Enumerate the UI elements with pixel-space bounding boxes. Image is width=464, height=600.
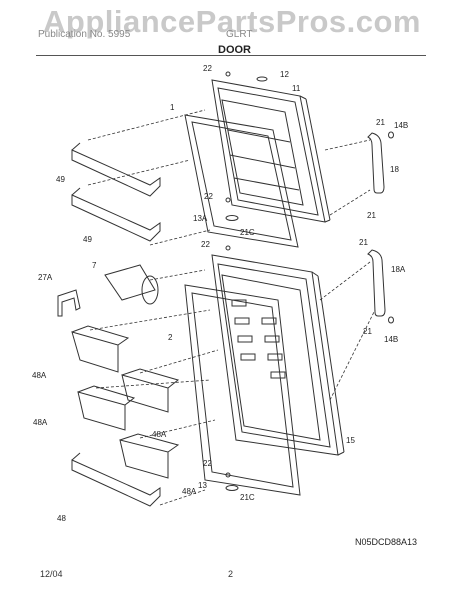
fresh-food-door-gasket xyxy=(184,284,301,496)
hinge-screws xyxy=(225,71,394,491)
lower-handle xyxy=(367,249,386,317)
bin-7 xyxy=(104,264,159,305)
freezer-door-inner-liner xyxy=(221,99,304,206)
bin-48a-1 xyxy=(71,325,130,373)
callout-27a: 27A xyxy=(38,273,53,282)
fresh-food-door-inner-liner xyxy=(221,274,321,441)
section-title: DOOR xyxy=(218,44,251,56)
callout-48a-4: 48A xyxy=(182,487,197,496)
callout-22-top: 22 xyxy=(203,64,212,73)
callout-13a: 13A xyxy=(193,214,208,223)
shelf-48 xyxy=(71,452,161,507)
callout-48a-3: 48A xyxy=(33,418,48,427)
freezer-door-gasket xyxy=(184,114,299,248)
model-code: GLRT xyxy=(226,29,253,40)
callout-18a: 18A xyxy=(391,265,406,274)
fresh-food-door-outer-panel xyxy=(211,254,345,456)
bin-48a-3 xyxy=(77,385,136,431)
callout-22-mid: 22 xyxy=(204,192,213,201)
header-divider xyxy=(36,55,426,56)
leader-lines xyxy=(87,109,376,506)
callout-11: 11 xyxy=(292,84,301,93)
upper-handle xyxy=(367,132,385,194)
callout-7: 7 xyxy=(92,261,97,270)
callout-48a-1: 48A xyxy=(32,371,47,380)
callout-labels: 22 12 11 1 21 14B 18 49 22 13A 21C 21 49… xyxy=(32,64,408,523)
callout-21-bottom: 21 xyxy=(363,327,372,336)
callout-48a-2: 48A xyxy=(152,430,167,439)
callout-1: 1 xyxy=(170,103,175,112)
drawing-code: N05DCD88A13 xyxy=(355,537,418,547)
callout-49-lower: 49 xyxy=(83,235,92,244)
callout-21-upper: 21 xyxy=(376,118,385,127)
callout-22-lower: 22 xyxy=(201,240,210,249)
callout-14b-upper: 14B xyxy=(394,121,408,130)
callout-48: 48 xyxy=(57,514,66,523)
bin-48a-4 xyxy=(119,433,180,479)
publication-number: Publication No. 5995 xyxy=(38,29,131,40)
callout-2: 2 xyxy=(168,333,173,342)
callout-13: 13 xyxy=(198,481,207,490)
callout-21-lower: 21 xyxy=(359,238,368,247)
callout-15: 15 xyxy=(346,436,355,445)
callout-21c-lower: 21C xyxy=(240,493,255,502)
watermark-logo: AppliancePartsPros.com xyxy=(43,4,421,39)
bin-48a-2 xyxy=(121,368,180,413)
callout-14b-lower: 14B xyxy=(384,335,398,344)
shelf-49-upper xyxy=(71,142,161,197)
freezer-door-outer-panel xyxy=(211,79,331,223)
callout-49-upper: 49 xyxy=(56,175,65,184)
callout-12: 12 xyxy=(280,70,289,79)
callout-21c-upper: 21C xyxy=(240,228,255,237)
shelf-27a xyxy=(57,289,81,317)
footer-date: 12/04 xyxy=(40,569,63,579)
shelf-49-lower xyxy=(71,187,161,242)
footer-page-number: 2 xyxy=(228,569,234,579)
callout-21-mid: 21 xyxy=(367,211,376,220)
callout-22-bottom: 22 xyxy=(203,459,212,468)
callout-18: 18 xyxy=(390,165,399,174)
